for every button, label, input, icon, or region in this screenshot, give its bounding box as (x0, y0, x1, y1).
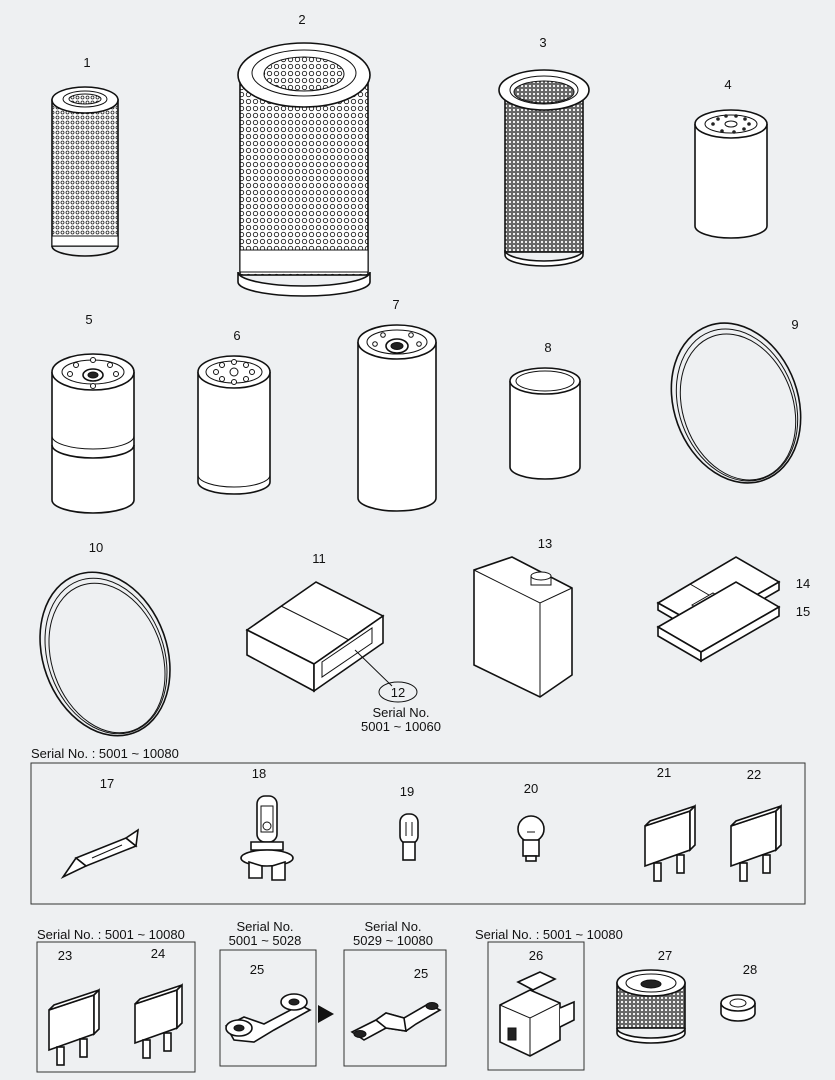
arrow-icon (318, 1005, 334, 1023)
part-6-fuel-filter: 6 (197, 328, 271, 495)
part-number-9: 9 (791, 317, 798, 332)
part-number-28: 28 (743, 962, 757, 977)
part-number-17: 17 (100, 776, 114, 791)
part-number-27: 27 (658, 948, 672, 963)
part-number-25b: 25 (414, 966, 428, 981)
part-25a-serial-range: 5001 ~ 5028 (229, 933, 302, 948)
part-number-2: 2 (298, 12, 305, 27)
part-26-relay-socket: 26 (499, 948, 575, 1057)
part-25-fuse-link-early: 25 (224, 962, 312, 1043)
bulbs-group-box (30, 762, 806, 905)
part-number-25a: 25 (250, 962, 264, 977)
part-25-fuse-link-late: 25 (350, 966, 442, 1041)
part-28-cap-nut: 28 (720, 962, 757, 1022)
part-number-13: 13 (538, 536, 552, 551)
relay-serial-label: Serial No. : 5001 ~ 10080 (475, 927, 623, 942)
part-25b-serial-title: Serial No. (364, 919, 421, 934)
part-number-3: 3 (539, 35, 546, 50)
part-13-oil-canister: 13 (473, 536, 573, 698)
part-12-callout: 12 Serial No. 5001 ~ 10060 (361, 681, 441, 734)
part-25a-serial-title: Serial No. (236, 919, 293, 934)
part-number-21: 21 (657, 765, 671, 780)
part-3-air-filter-inner: 3 (498, 35, 590, 267)
part-number-14: 14 (796, 576, 810, 591)
part-22-fuse: 22 (730, 767, 782, 882)
part-number-26: 26 (529, 948, 543, 963)
fuses-serial-label: Serial No. : 5001 ~ 10080 (37, 927, 185, 942)
part-19-wedge-bulb: 19 (399, 784, 419, 861)
part-25b-serial-range: 5029 ~ 10080 (353, 933, 433, 948)
part-number-19: 19 (400, 784, 414, 799)
part-17-festoon-bulb: 17 (60, 776, 140, 880)
part-number-10: 10 (89, 540, 103, 555)
part-27-filter-cartridge: 27 (616, 948, 686, 1044)
part-number-18: 18 (252, 766, 266, 781)
part-25b-box (343, 949, 447, 1067)
part-number-12: 12 (391, 685, 405, 700)
part-number-22: 22 (747, 767, 761, 782)
part-18-headlight-bulb: 18 (240, 766, 294, 881)
part-number-4: 4 (724, 77, 731, 92)
part-21-fuse: 21 (644, 765, 696, 882)
part-23-fuse: 23 (48, 948, 100, 1066)
part-5-oil-filter: 5 (51, 312, 135, 514)
part-number-6: 6 (233, 328, 240, 343)
part-number-7: 7 (392, 297, 399, 312)
part-4-fuel-filter: 4 (694, 77, 768, 239)
part-number-20: 20 (524, 781, 538, 796)
part-number-1: 1 (83, 55, 90, 70)
relay-group-box (487, 941, 585, 1071)
part-number-11: 11 (312, 551, 326, 566)
part-8-filter-element-small: 8 (509, 340, 581, 480)
part-number-5: 5 (85, 312, 92, 327)
part-1-filter-element: 1 (51, 55, 119, 257)
part-12-serial-title: Serial No. (372, 705, 429, 720)
part-7-oil-filter-long: 7 (357, 297, 437, 512)
part-number-15: 15 (796, 604, 810, 619)
part-9-v-belt: 9 (670, 317, 802, 484)
part-20-bayonet-bulb: 20 (517, 781, 545, 862)
fuses-group-box (36, 941, 196, 1073)
part-10-v-belt: 10 (39, 540, 171, 737)
part-15-manual: 15 (656, 581, 810, 663)
part-24-fuse: 24 (134, 946, 183, 1059)
part-number-8: 8 (544, 340, 551, 355)
part-2-air-filter-outer: 2 (237, 12, 371, 297)
bulbs-serial-label: Serial No. : 5001 ~ 10080 (31, 746, 179, 761)
part-11-box: 11 (245, 551, 393, 693)
part-number-23: 23 (58, 948, 72, 963)
part-25a-box (219, 949, 317, 1067)
part-12-serial-range: 5001 ~ 10060 (361, 719, 441, 734)
part-number-24: 24 (151, 946, 165, 961)
